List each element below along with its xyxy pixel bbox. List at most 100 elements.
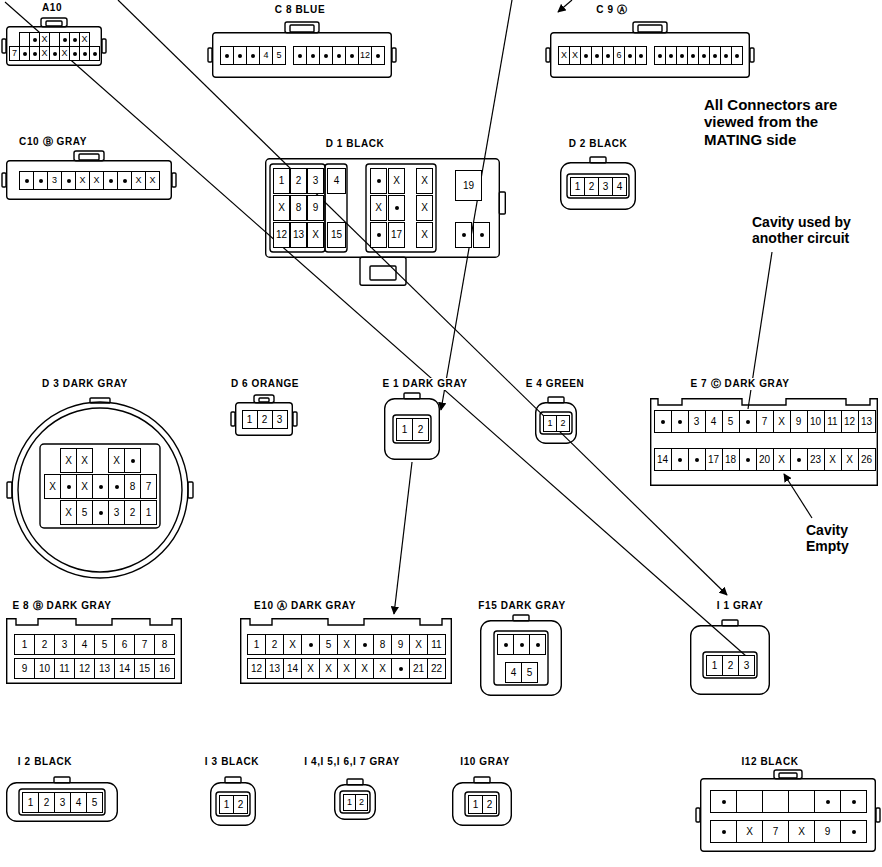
- housing-outline: [172, 173, 176, 187]
- pin-number: 2: [296, 176, 302, 186]
- connector: F15 DARK GRAY45: [480, 600, 562, 696]
- connector-name: C 9 Ⓐ: [594, 4, 629, 16]
- cavity-dot: [520, 643, 524, 647]
- pin-number: 11: [431, 640, 441, 650]
- pin-number: X: [343, 640, 350, 650]
- cavity-dot: [462, 233, 466, 237]
- pin-cavity: X: [76, 474, 93, 499]
- housing-outline: [46, 21, 62, 26]
- pin-number: 3: [603, 182, 609, 192]
- used-cavity: [124, 448, 141, 473]
- used-cavity: [319, 46, 333, 65]
- pin-number: 13: [269, 664, 280, 674]
- housing-outline: [54, 777, 70, 783]
- pin-cavity: X: [301, 658, 320, 679]
- pin-number: X: [325, 664, 332, 674]
- cavity-dot: [251, 54, 255, 58]
- connector-name: I 1 GRAY: [715, 600, 766, 612]
- pin-number: 26: [861, 455, 872, 465]
- pin-cavity: X: [773, 448, 791, 471]
- cavity-dot: [669, 54, 673, 58]
- housing-outline: [12, 402, 188, 578]
- pin-number: 5: [728, 417, 734, 427]
- pin-number: 15: [139, 664, 150, 674]
- housing-outline: [691, 626, 770, 695]
- pin-number: 7: [146, 482, 152, 492]
- connector-name: I10 GRAY: [458, 756, 511, 768]
- pin-cavity: 3: [47, 171, 62, 190]
- pin-cavity: 2: [124, 500, 141, 525]
- cavity-dot: [73, 38, 77, 42]
- pin-cavity: 10: [807, 410, 825, 433]
- pin-cavity: 1: [242, 410, 258, 429]
- used-cavity: [529, 634, 546, 655]
- pin-number: X: [421, 176, 428, 186]
- pin-number: X: [379, 664, 386, 674]
- pin-cavity: 1: [140, 500, 157, 525]
- pin-number: 15: [331, 230, 342, 240]
- pin-cavity: 5: [521, 662, 538, 683]
- pin-cavity: 1: [570, 177, 585, 196]
- pin-cavity: X: [79, 32, 90, 47]
- pin-number: 14: [119, 664, 130, 674]
- pin-number: 19: [463, 181, 474, 191]
- housing-outline: [561, 163, 636, 210]
- connector-name: I12 BLACK: [739, 756, 800, 768]
- pin-number: X: [135, 176, 141, 185]
- pin-number: X: [41, 35, 47, 44]
- cavity-dot: [73, 52, 77, 56]
- pin-number: 4: [334, 176, 340, 186]
- pin-number: 12: [251, 664, 262, 674]
- pin-number: 4: [76, 798, 82, 808]
- cavity-dot: [399, 667, 403, 671]
- pin-number: 3: [60, 798, 66, 808]
- pin-cavity: X: [145, 171, 160, 190]
- housing-outline: [208, 48, 212, 62]
- pin-number: 3: [313, 176, 319, 186]
- used-cavity: [19, 171, 34, 190]
- used-cavity: [739, 448, 757, 471]
- cavity-dot: [23, 52, 27, 56]
- leader-line: [441, 0, 512, 410]
- used-cavity: [840, 790, 867, 813]
- pin-cavity: 13: [290, 222, 307, 248]
- pin-cavity: 4: [259, 46, 273, 65]
- pin-number: 2: [589, 182, 595, 192]
- used-cavity: [103, 171, 118, 190]
- pin-cavity: 6: [114, 634, 135, 655]
- pin-cavity: 1: [468, 795, 483, 814]
- housing-outline: [567, 174, 629, 198]
- connector-face: 12: [334, 784, 376, 820]
- pin-number: 17: [391, 230, 402, 240]
- pin-number: 12: [276, 230, 287, 240]
- pin-number: 3: [277, 415, 283, 425]
- cavity-dot: [109, 179, 113, 183]
- pin-cavity: 11: [824, 410, 842, 433]
- pin-cavity: 11: [427, 634, 446, 655]
- pin-number: 12: [79, 664, 90, 674]
- housing-outline: [546, 48, 550, 62]
- pin-cavity: 22: [427, 658, 446, 679]
- pin-number: 13: [99, 664, 110, 674]
- housing-outline: [701, 779, 876, 852]
- used-cavity: [710, 790, 737, 813]
- connector: E10 Ⓐ DARK GRAY12X5X89X11121314XXXXX2122: [240, 600, 452, 684]
- pin-number: 2: [560, 419, 565, 428]
- pin-number: X: [375, 203, 382, 213]
- cavity-dot: [680, 54, 684, 58]
- pin-number: 6: [122, 640, 128, 650]
- housing-outline: [347, 779, 363, 785]
- pin-number: 18: [725, 455, 736, 465]
- pin-number: 10: [39, 664, 50, 674]
- pin-cavity: X: [824, 448, 842, 471]
- pin-cavity: 1: [14, 634, 35, 655]
- pin-number: X: [361, 664, 368, 674]
- pin-number: 1: [473, 800, 479, 810]
- pin-number: 8: [296, 203, 302, 213]
- pin-number: X: [149, 176, 155, 185]
- pin-cavity: 4: [505, 662, 522, 683]
- pin-cavity: X: [337, 658, 356, 679]
- housing-outline: [651, 399, 878, 486]
- pin-number: 12: [844, 417, 855, 427]
- leader-line: [5, 2, 746, 656]
